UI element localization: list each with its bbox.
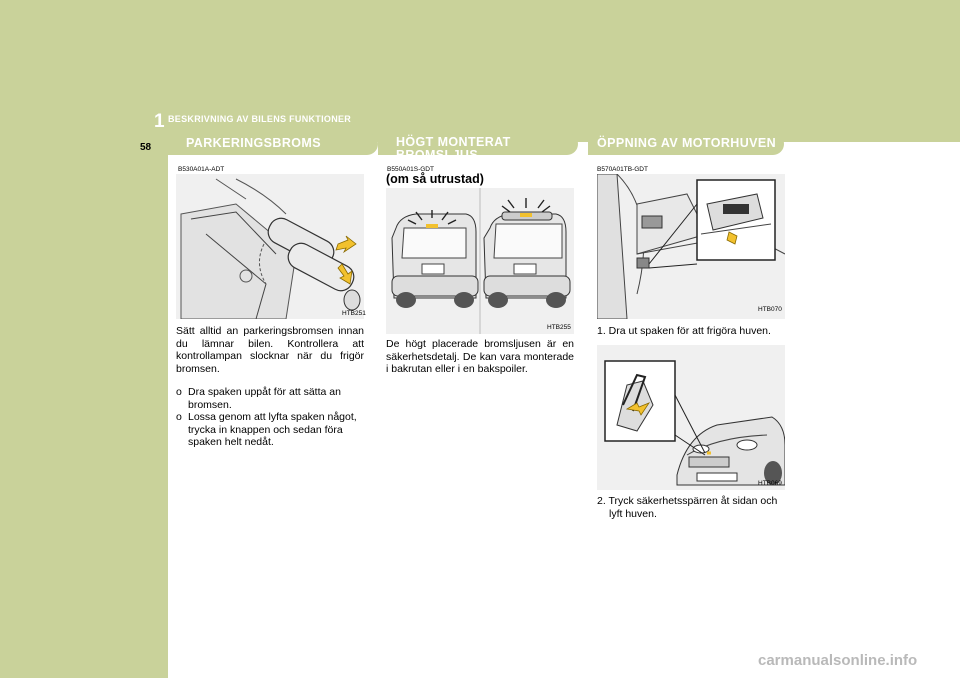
bullet-marker: o [176, 386, 182, 398]
section-heading-parking-brake: PARKERINGSBROMS [186, 136, 321, 150]
subheading: (om så utrustad) [386, 172, 484, 186]
chapter-number: 1 [154, 111, 165, 132]
parking-brake-illustration [176, 174, 364, 319]
step-2-line: lyft huven. [609, 507, 657, 520]
parking-brake-paragraph: Sätt alltid an parkeringsbromsen innan d… [176, 325, 364, 375]
section-tab-brake-light [378, 133, 578, 155]
bullet-item: o Dra spaken uppåt för att sätta an brom… [176, 386, 364, 411]
figure-code: HTB251 [342, 310, 366, 317]
left-margin-band [0, 142, 168, 678]
figure-code: HTB070 [758, 306, 782, 313]
section-tab-hood-opening [588, 133, 784, 155]
brake-light-paragraph: De högt placerade bromsljusen är en säke… [386, 338, 574, 375]
bullet-text: Dra spaken uppåt för att sätta an bromse… [188, 386, 341, 411]
step-1: 1. Dra ut spaken för att frigöra huven. [597, 325, 771, 337]
heading-line: BROMSLJUS [396, 148, 479, 162]
page-number: 58 [140, 142, 152, 153]
bullet-text: Lossa genom att lyfta spaken något, tryc… [188, 411, 357, 448]
heading-line: HÖGT MONTERAT [396, 135, 511, 149]
bullet-item: o Lossa genom att lyfta spaken något, tr… [176, 411, 364, 449]
brake-light-illustration [386, 188, 574, 334]
figure-code: HTB255 [547, 324, 571, 331]
section-heading-hood-opening: ÖPPNING AV MOTORHUVEN [597, 136, 777, 150]
section-heading-brake-light: HÖGT MONTERAT BROMSLJUS [396, 136, 511, 162]
hood-latch-illustration [597, 345, 785, 490]
step-2: 2. Tryck säkerhetsspärren åt sidan och l… [597, 495, 787, 520]
figure-code: HTB069 [758, 480, 782, 487]
hood-release-lever-illustration [597, 174, 785, 319]
watermark: carmanualsonline.info [758, 652, 918, 669]
chapter-title: BESKRIVNING AV BILENS FUNKTIONER [168, 114, 352, 124]
section-code: B550A01S-GDT [387, 166, 434, 173]
bullet-marker: o [176, 411, 182, 423]
header-band [0, 0, 960, 142]
section-code: B570A01TB-GDT [597, 166, 648, 173]
section-tab-parking-brake [168, 133, 378, 155]
step-2-line: 2. Tryck säkerhetsspärren åt sidan och [597, 495, 778, 507]
section-code: B530A01A-ADT [178, 166, 225, 173]
